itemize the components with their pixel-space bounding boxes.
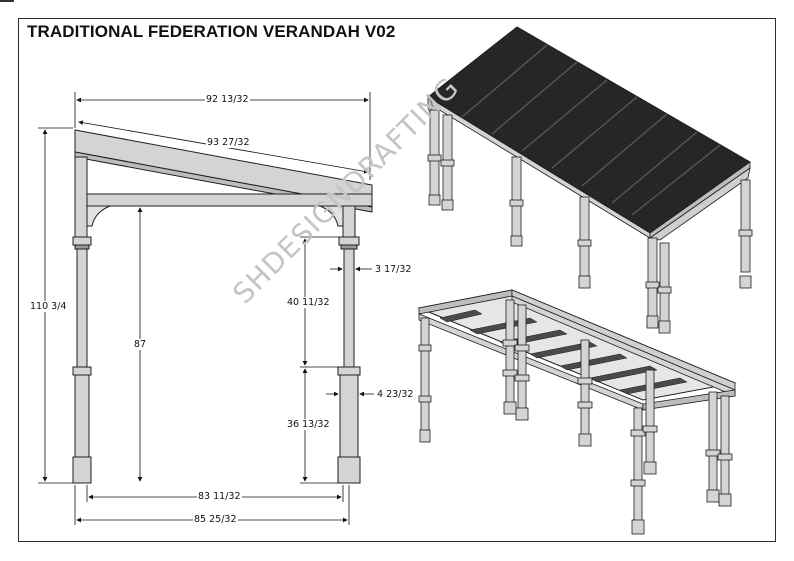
roof-ribs	[461, 44, 721, 216]
dim-outer-span: 85 25/32	[193, 514, 238, 525]
dim-lower-post: 36 13/32	[286, 419, 331, 430]
right-bracket	[319, 205, 344, 227]
corner-mark	[0, 0, 14, 2]
dim-pedestal-width: 4 23/32	[376, 389, 415, 400]
dim-upper-post: 40 11/32	[286, 297, 331, 308]
drawing-border	[18, 18, 776, 542]
left-bracket	[86, 205, 111, 227]
isometric-posts-underside	[418, 299, 733, 535]
drawing-title: TRADITIONAL FEDERATION VERANDAH V02	[27, 22, 396, 41]
roof-battens	[439, 309, 688, 395]
isometric-posts-top	[427, 109, 753, 334]
dim-rafter-length: 93 27/32	[206, 137, 251, 148]
dim-total-height: 110 3/4	[29, 301, 68, 312]
dim-post-width: 3 17/32	[374, 264, 413, 275]
dim-inner-span: 83 11/32	[197, 491, 242, 502]
dim-top-width: 92 13/32	[205, 94, 250, 105]
dim-clear-height: 87	[133, 339, 148, 350]
